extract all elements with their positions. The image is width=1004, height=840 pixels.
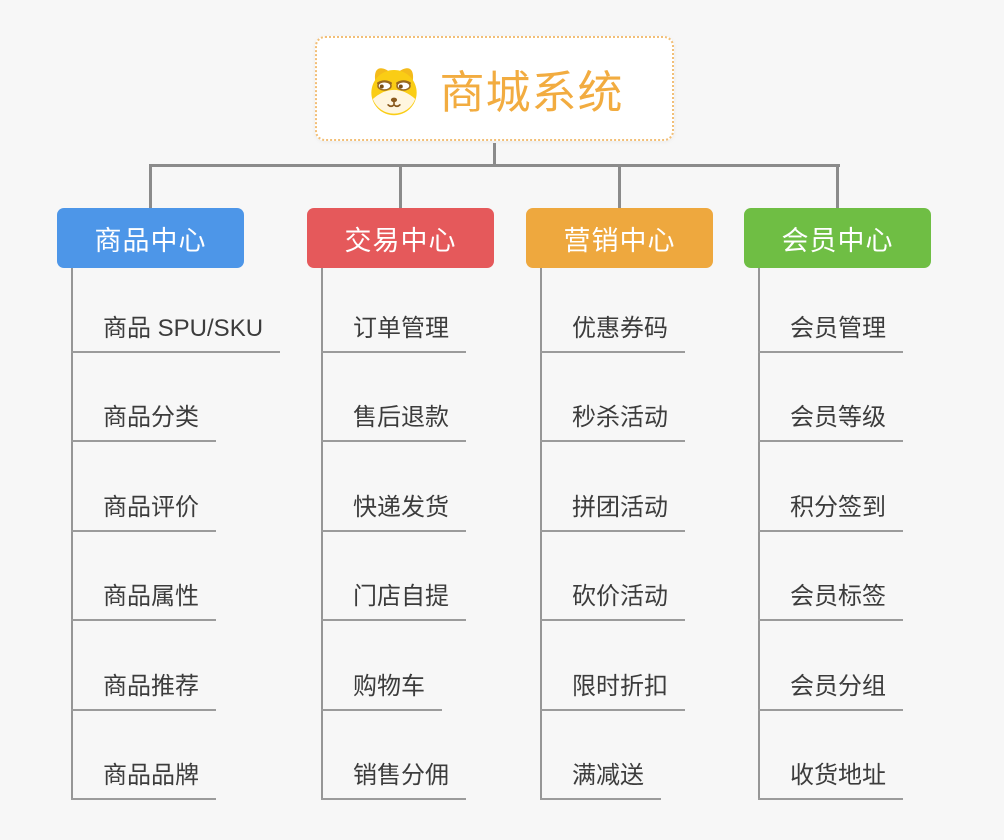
branch-header-1[interactable]: 商品中心 [57,208,244,268]
leaf-node-1-2[interactable]: 商品分类 [71,398,216,442]
leaf-node-2-5[interactable]: 购物车 [321,667,442,711]
branch-label: 交易中心 [344,225,457,256]
connector-branch-stub [836,164,839,208]
leaf-node-3-2[interactable]: 秒杀活动 [540,398,685,442]
doge-icon [365,60,423,118]
leaf-label: 拼团活动 [572,494,668,521]
leaf-node-1-4[interactable]: 商品属性 [71,577,216,621]
leaf-node-4-6[interactable]: 收货地址 [758,756,903,800]
leaf-label: 销售分佣 [353,762,449,789]
branch-header-4[interactable]: 会员中心 [744,208,931,268]
branch: 营销中心 优惠券码 秒杀活动 拼团活动 砍价活动 限时折扣 满减送 [526,164,713,800]
root-label: 商城系统 [439,67,624,118]
branch-label: 会员中心 [781,225,894,256]
connector-branch-stub [399,164,402,208]
branch-label: 营销中心 [563,225,676,256]
leaf-label: 会员管理 [790,315,886,342]
leaf-node-4-2[interactable]: 会员等级 [758,398,903,442]
connector-branch-stub [149,164,152,208]
leaf-node-2-4[interactable]: 门店自提 [321,577,466,621]
leaf-label: 商品属性 [103,583,199,610]
leaf-node-3-5[interactable]: 限时折扣 [540,667,685,711]
connector-bus [149,164,840,167]
leaf-label: 会员分组 [790,673,886,700]
leaf-label: 会员标签 [790,583,886,610]
branch: 会员中心 会员管理 会员等级 积分签到 会员标签 会员分组 收货地址 [744,164,931,800]
leaf-label: 满减送 [572,762,644,789]
connector-branch-line [540,268,542,800]
leaf-node-3-4[interactable]: 砍价活动 [540,577,685,621]
leaf-label: 商品 SPU/SKU [103,315,264,342]
connector-root-stub [493,143,496,165]
leaf-node-4-1[interactable]: 会员管理 [758,309,903,353]
leaf-node-2-1[interactable]: 订单管理 [321,309,466,353]
branch: 商品中心 商品 SPU/SKU 商品分类 商品评价 商品属性 商品推荐 商品品牌 [57,164,281,800]
leaf-node-4-5[interactable]: 会员分组 [758,667,903,711]
leaf-label: 订单管理 [353,315,449,342]
leaf-node-1-5[interactable]: 商品推荐 [71,667,216,711]
root-node[interactable]: 商城系统 [315,36,674,141]
leaf-node-2-6[interactable]: 销售分佣 [321,756,466,800]
leaf-node-1-1[interactable]: 商品 SPU/SKU [71,309,281,353]
branch-label: 商品中心 [94,225,207,256]
leaf-node-4-3[interactable]: 积分签到 [758,488,903,532]
leaf-label: 收货地址 [790,762,886,789]
leaf-node-1-6[interactable]: 商品品牌 [71,756,216,800]
leaf-label: 优惠券码 [572,315,668,342]
leaf-label: 购物车 [353,673,425,700]
leaf-node-4-4[interactable]: 会员标签 [758,577,903,621]
leaf-label: 商品品牌 [103,762,199,789]
connector-branch-stub [618,164,621,208]
leaf-label: 快递发货 [353,494,449,521]
leaf-label: 商品分类 [103,404,199,431]
branch-header-2[interactable]: 交易中心 [307,208,494,268]
connector-branch-line [758,268,760,800]
leaf-node-2-3[interactable]: 快递发货 [321,488,466,532]
connector-branch-line [71,268,73,800]
leaf-node-3-3[interactable]: 拼团活动 [540,488,685,532]
leaf-label: 砍价活动 [572,583,668,610]
connector-branch-line [321,268,323,800]
leaf-node-2-2[interactable]: 售后退款 [321,398,466,442]
leaf-label: 商品推荐 [103,673,199,700]
leaf-label: 会员等级 [790,404,886,431]
branch: 交易中心 订单管理 售后退款 快递发货 门店自提 购物车 销售分佣 [307,164,494,800]
leaf-node-1-3[interactable]: 商品评价 [71,488,216,532]
leaf-label: 售后退款 [353,404,449,431]
leaf-label: 限时折扣 [572,673,668,700]
leaf-node-3-6[interactable]: 满减送 [540,756,661,800]
leaf-label: 秒杀活动 [572,404,668,431]
branch-header-3[interactable]: 营销中心 [526,208,713,268]
leaf-node-3-1[interactable]: 优惠券码 [540,309,685,353]
leaf-label: 积分签到 [790,494,886,521]
leaf-label: 门店自提 [353,583,449,610]
leaf-label: 商品评价 [103,494,199,521]
